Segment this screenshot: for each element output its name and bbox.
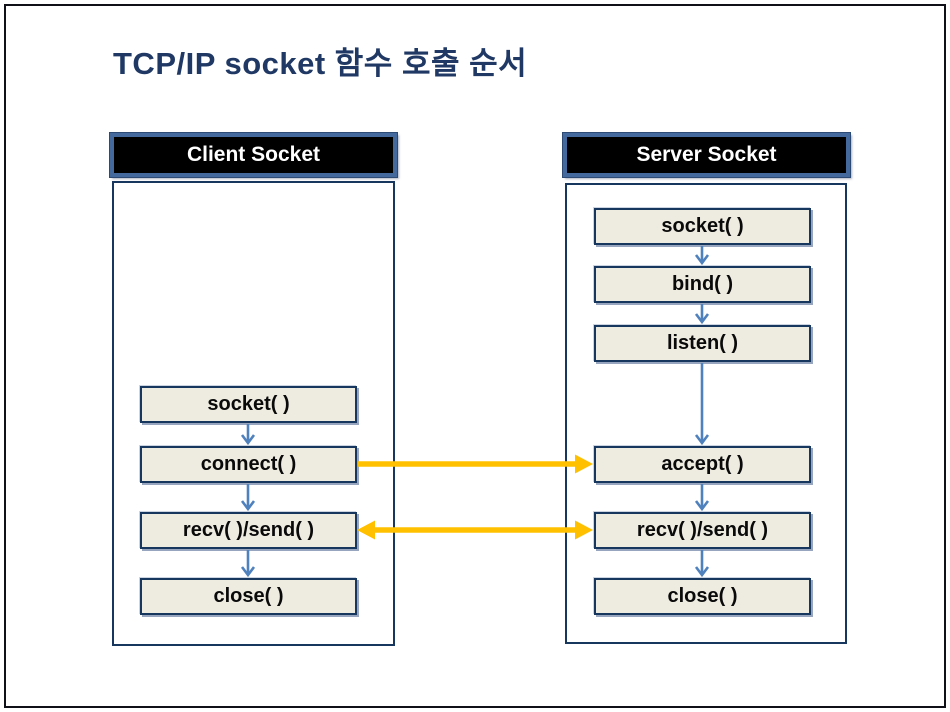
box-server-accept-label: accept( ) xyxy=(661,453,744,475)
box-server-recv-send-label: recv( )/send( ) xyxy=(636,519,769,541)
box-server-close: close( ) xyxy=(594,578,811,615)
server-container xyxy=(565,183,847,644)
box-server-socket: socket( ) xyxy=(594,208,811,245)
box-client-connect: connect( ) xyxy=(140,446,357,483)
box-server-socket-label: socket( ) xyxy=(661,215,744,237)
box-client-recv-send: recv( )/send( ) xyxy=(140,512,357,549)
page-title: TCP/IP socket 함수 호출 순서 xyxy=(113,46,528,81)
box-server-listen-label: listen( ) xyxy=(666,332,739,354)
box-client-socket: socket( ) xyxy=(140,386,357,423)
server-socket-header-label: Server Socket xyxy=(636,143,777,166)
server-socket-header: Server Socket xyxy=(563,133,850,177)
box-client-close: close( ) xyxy=(140,578,357,615)
box-server-bind: bind( ) xyxy=(594,266,811,303)
box-server-listen: listen( ) xyxy=(594,325,811,362)
client-socket-header: Client Socket xyxy=(110,133,397,177)
box-client-close-label: close( ) xyxy=(213,585,284,607)
box-client-connect-label: connect( ) xyxy=(200,453,297,475)
box-client-recv-send-label: recv( )/send( ) xyxy=(182,519,315,541)
box-client-socket-label: socket( ) xyxy=(207,393,290,415)
box-server-bind-label: bind( ) xyxy=(671,273,734,295)
box-server-close-label: close( ) xyxy=(667,585,738,607)
client-socket-header-label: Client Socket xyxy=(186,143,321,166)
box-server-accept: accept( ) xyxy=(594,446,811,483)
box-server-recv-send: recv( )/send( ) xyxy=(594,512,811,549)
